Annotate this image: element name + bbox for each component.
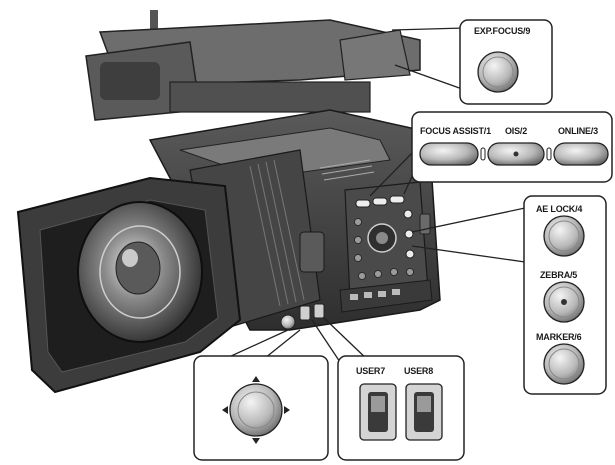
user7-label: USER7 bbox=[356, 366, 386, 376]
online-label: ONLINE/3 bbox=[558, 126, 598, 136]
ae-lock-label: AE LOCK/4 bbox=[536, 204, 583, 214]
small-button-icon bbox=[372, 197, 388, 206]
joystick-callout bbox=[193, 355, 329, 461]
exp-focus-label: EXP.FOCUS/9 bbox=[474, 26, 531, 36]
exp-focus-button-icon bbox=[477, 51, 519, 93]
top-buttons-callout bbox=[411, 111, 613, 183]
camcorder-icon bbox=[16, 10, 441, 394]
online-button-icon bbox=[553, 142, 609, 166]
ois-label: OIS/2 bbox=[505, 126, 528, 136]
handle-post-icon bbox=[150, 10, 158, 32]
arrow-up-icon bbox=[252, 376, 260, 382]
marker-label: MARKER/6 bbox=[536, 332, 582, 342]
arrow-left-icon bbox=[222, 406, 228, 414]
focus-assist-label: FOCUS ASSIST/1 bbox=[420, 126, 491, 136]
ae-lock-button-icon bbox=[543, 215, 585, 257]
zebra-label: ZEBRA/5 bbox=[540, 270, 578, 280]
arrow-right-icon bbox=[284, 406, 290, 414]
user8-label: USER8 bbox=[404, 366, 434, 376]
focus-assist-button-icon bbox=[419, 142, 479, 166]
small-button-icon bbox=[389, 195, 405, 204]
arrow-down-icon bbox=[252, 438, 260, 444]
small-button-icon bbox=[355, 199, 371, 208]
exp-focus-callout bbox=[459, 19, 553, 105]
side-buttons-callout bbox=[523, 195, 607, 395]
user-buttons-callout bbox=[337, 355, 465, 461]
marker-button-icon bbox=[543, 343, 585, 385]
